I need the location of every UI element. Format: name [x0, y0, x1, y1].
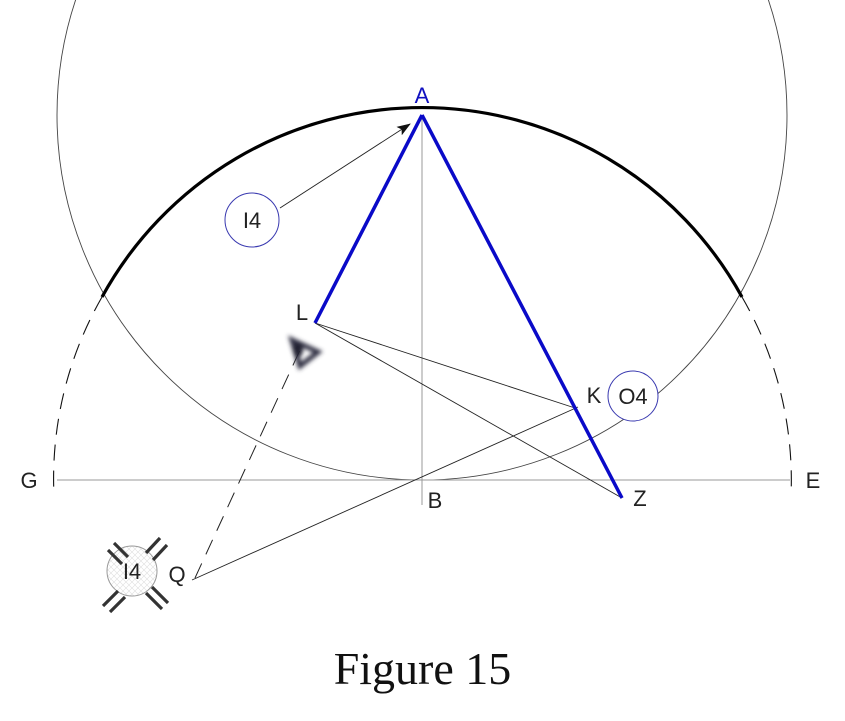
label-l: L: [296, 300, 308, 325]
light-source-icon: I4: [101, 536, 170, 614]
badge-o4: O4: [607, 370, 659, 422]
svg-text:I4: I4: [123, 559, 141, 584]
label-z: Z: [633, 486, 646, 511]
line-q-k: [191, 406, 579, 581]
dashed-arc-left: [53, 296, 103, 497]
line-q-eye-dashed: [194, 349, 301, 579]
svg-text:I4: I4: [243, 208, 261, 233]
arrow-i4-to-a: [279, 123, 411, 209]
blue-segment-a-z: [420, 114, 624, 499]
label-k: K: [587, 383, 602, 408]
svg-text:O4: O4: [618, 384, 647, 409]
label-a: A: [415, 83, 430, 108]
label-g: G: [20, 468, 37, 493]
dashed-arc-right: [741, 296, 792, 497]
line-l-z: [314, 322, 623, 499]
thick-arc: [100, 105, 744, 298]
badge-i4-top: I4: [224, 192, 280, 248]
line-l-k: [314, 322, 576, 409]
label-e: E: [806, 468, 821, 493]
eye-icon: [287, 335, 323, 371]
label-b: B: [428, 488, 443, 513]
label-q: Q: [168, 562, 185, 587]
blue-segment-l-a: [313, 114, 424, 324]
figure-caption: Figure 15: [333, 643, 512, 694]
